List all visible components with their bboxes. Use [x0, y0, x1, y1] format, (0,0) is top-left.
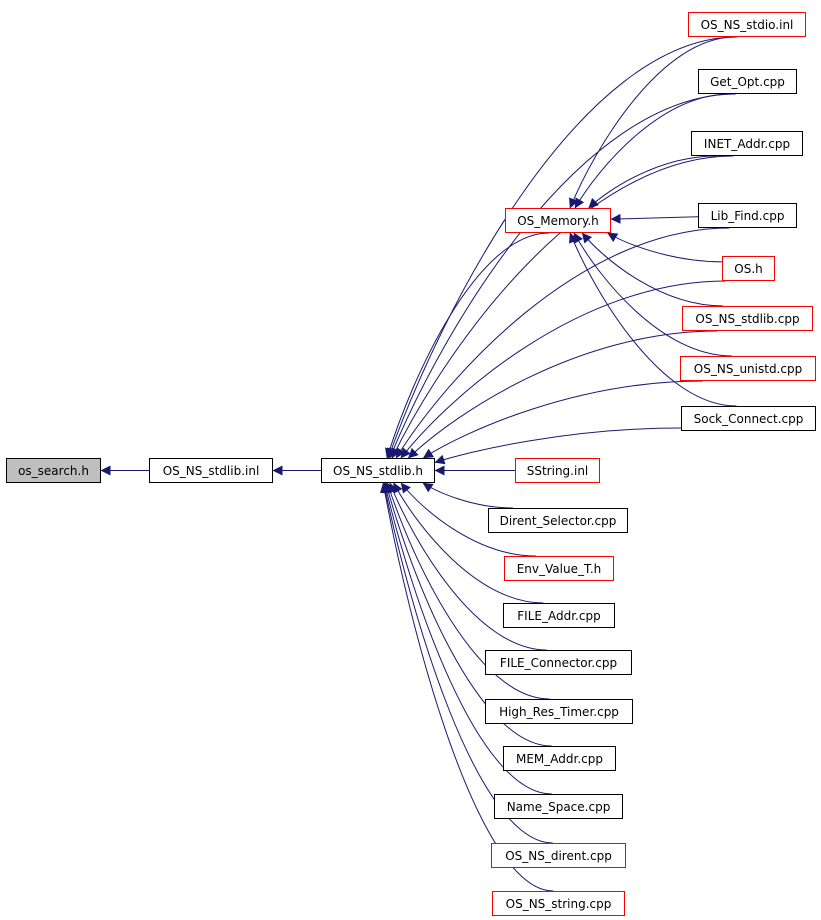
edge-inet_addr_cpp-to-os_memory_h — [588, 155, 717, 209]
node-os-ns-stdlib-cpp[interactable]: OS_NS_stdlib.cpp — [682, 306, 813, 331]
node-file-addr-cpp[interactable]: FILE_Addr.cpp — [503, 603, 615, 628]
edge-os_ns_stdlib_cpp-to-os_ns_stdlib_h — [408, 330, 718, 459]
edge-os_ns_stdlib_cpp-to-os_memory_h — [581, 232, 724, 307]
edge-get_opt_cpp-to-os_memory_h — [574, 93, 731, 209]
edge-high_res_timer_cpp-to-os_ns_stdlib_h — [385, 482, 550, 700]
edge-sock_connect_cpp-to-os_ns_stdlib_h — [434, 427, 682, 465]
node-os-ns-stdlib-h[interactable]: OS_NS_stdlib.h — [321, 458, 435, 483]
node-env-value-t-h[interactable]: Env_Value_T.h — [504, 556, 614, 581]
edge-lib_find_cpp-to-os_memory_h — [610, 213, 699, 224]
edge-mem_addr_cpp-to-os_ns_stdlib_h — [383, 482, 552, 747]
edge-os_ns_stdio_inl-to-os_memory_h — [569, 36, 735, 209]
node-file-connector-cpp[interactable]: FILE_Connector.cpp — [485, 650, 632, 675]
node-get-opt-cpp[interactable]: Get_Opt.cpp — [698, 69, 797, 94]
node-dirent-selector-cpp[interactable]: Dirent_Selector.cpp — [488, 508, 628, 533]
edge-os_h-to-os_memory_h — [607, 232, 723, 263]
edge-name_space_cpp-to-os_ns_stdlib_h — [381, 482, 552, 795]
edge-os_ns_stdio_inl-to-os_ns_stdlib_h — [386, 36, 737, 459]
node-os-ns-dirent-cpp[interactable]: OS_NS_dirent.cpp — [491, 843, 626, 868]
node-inet-addr-cpp[interactable]: INET_Addr.cpp — [691, 131, 803, 156]
node-high-res-timer-cpp[interactable]: High_Res_Timer.cpp — [485, 699, 633, 724]
edge-inet_addr_cpp-to-os_ns_stdlib_h — [391, 155, 733, 459]
node-os-h[interactable]: OS.h — [722, 256, 775, 281]
node-mem-addr-cpp[interactable]: MEM_Addr.cpp — [503, 746, 616, 771]
edge-env_value_t_h-to-os_ns_stdlib_h — [400, 482, 536, 557]
edge-file_connector_cpp-to-os_ns_stdlib_h — [388, 482, 547, 651]
edge-get_opt_cpp-to-os_ns_stdlib_h — [388, 93, 736, 459]
edge-file_addr_cpp-to-os_ns_stdlib_h — [393, 482, 544, 604]
node-lib-find-cpp[interactable]: Lib_Find.cpp — [698, 203, 797, 228]
edge-os_ns_dirent_cpp-to-os_ns_stdlib_h — [380, 482, 553, 844]
edge-os_ns_unistd_cpp-to-os_ns_stdlib_h — [422, 380, 703, 459]
node-os-memory-h[interactable]: OS_Memory.h — [505, 208, 611, 233]
edge-sock_connect_cpp-to-os_memory_h — [569, 232, 737, 407]
node-name-space-cpp[interactable]: Name_Space.cpp — [494, 794, 623, 819]
edge-dirent_selector_cpp-to-os_ns_stdlib_h — [422, 482, 514, 509]
edge-lib_find_cpp-to-os_ns_stdlib_h — [395, 227, 730, 459]
node-os-search-h: os_search.h — [6, 458, 101, 483]
node-sstring-inl[interactable]: SString.inl — [515, 458, 600, 483]
edge-os_memory_h-to-os_ns_stdlib_h — [385, 232, 550, 459]
node-os-ns-stdio-inl[interactable]: OS_NS_stdio.inl — [688, 12, 806, 37]
edge-os_h-to-os_ns_stdlib_h — [400, 280, 726, 459]
edge-os_ns_unistd_cpp-to-os_memory_h — [573, 232, 732, 357]
edge-os_ns_string_cpp-to-os_ns_stdlib_h — [379, 482, 554, 892]
node-os-ns-stdlib-inl[interactable]: OS_NS_stdlib.inl — [149, 458, 273, 483]
node-sock-connect-cpp[interactable]: Sock_Connect.cpp — [681, 406, 816, 431]
node-os-ns-unistd-cpp[interactable]: OS_NS_unistd.cpp — [680, 356, 816, 381]
node-os-ns-string-cpp[interactable]: OS_NS_string.cpp — [492, 891, 625, 916]
